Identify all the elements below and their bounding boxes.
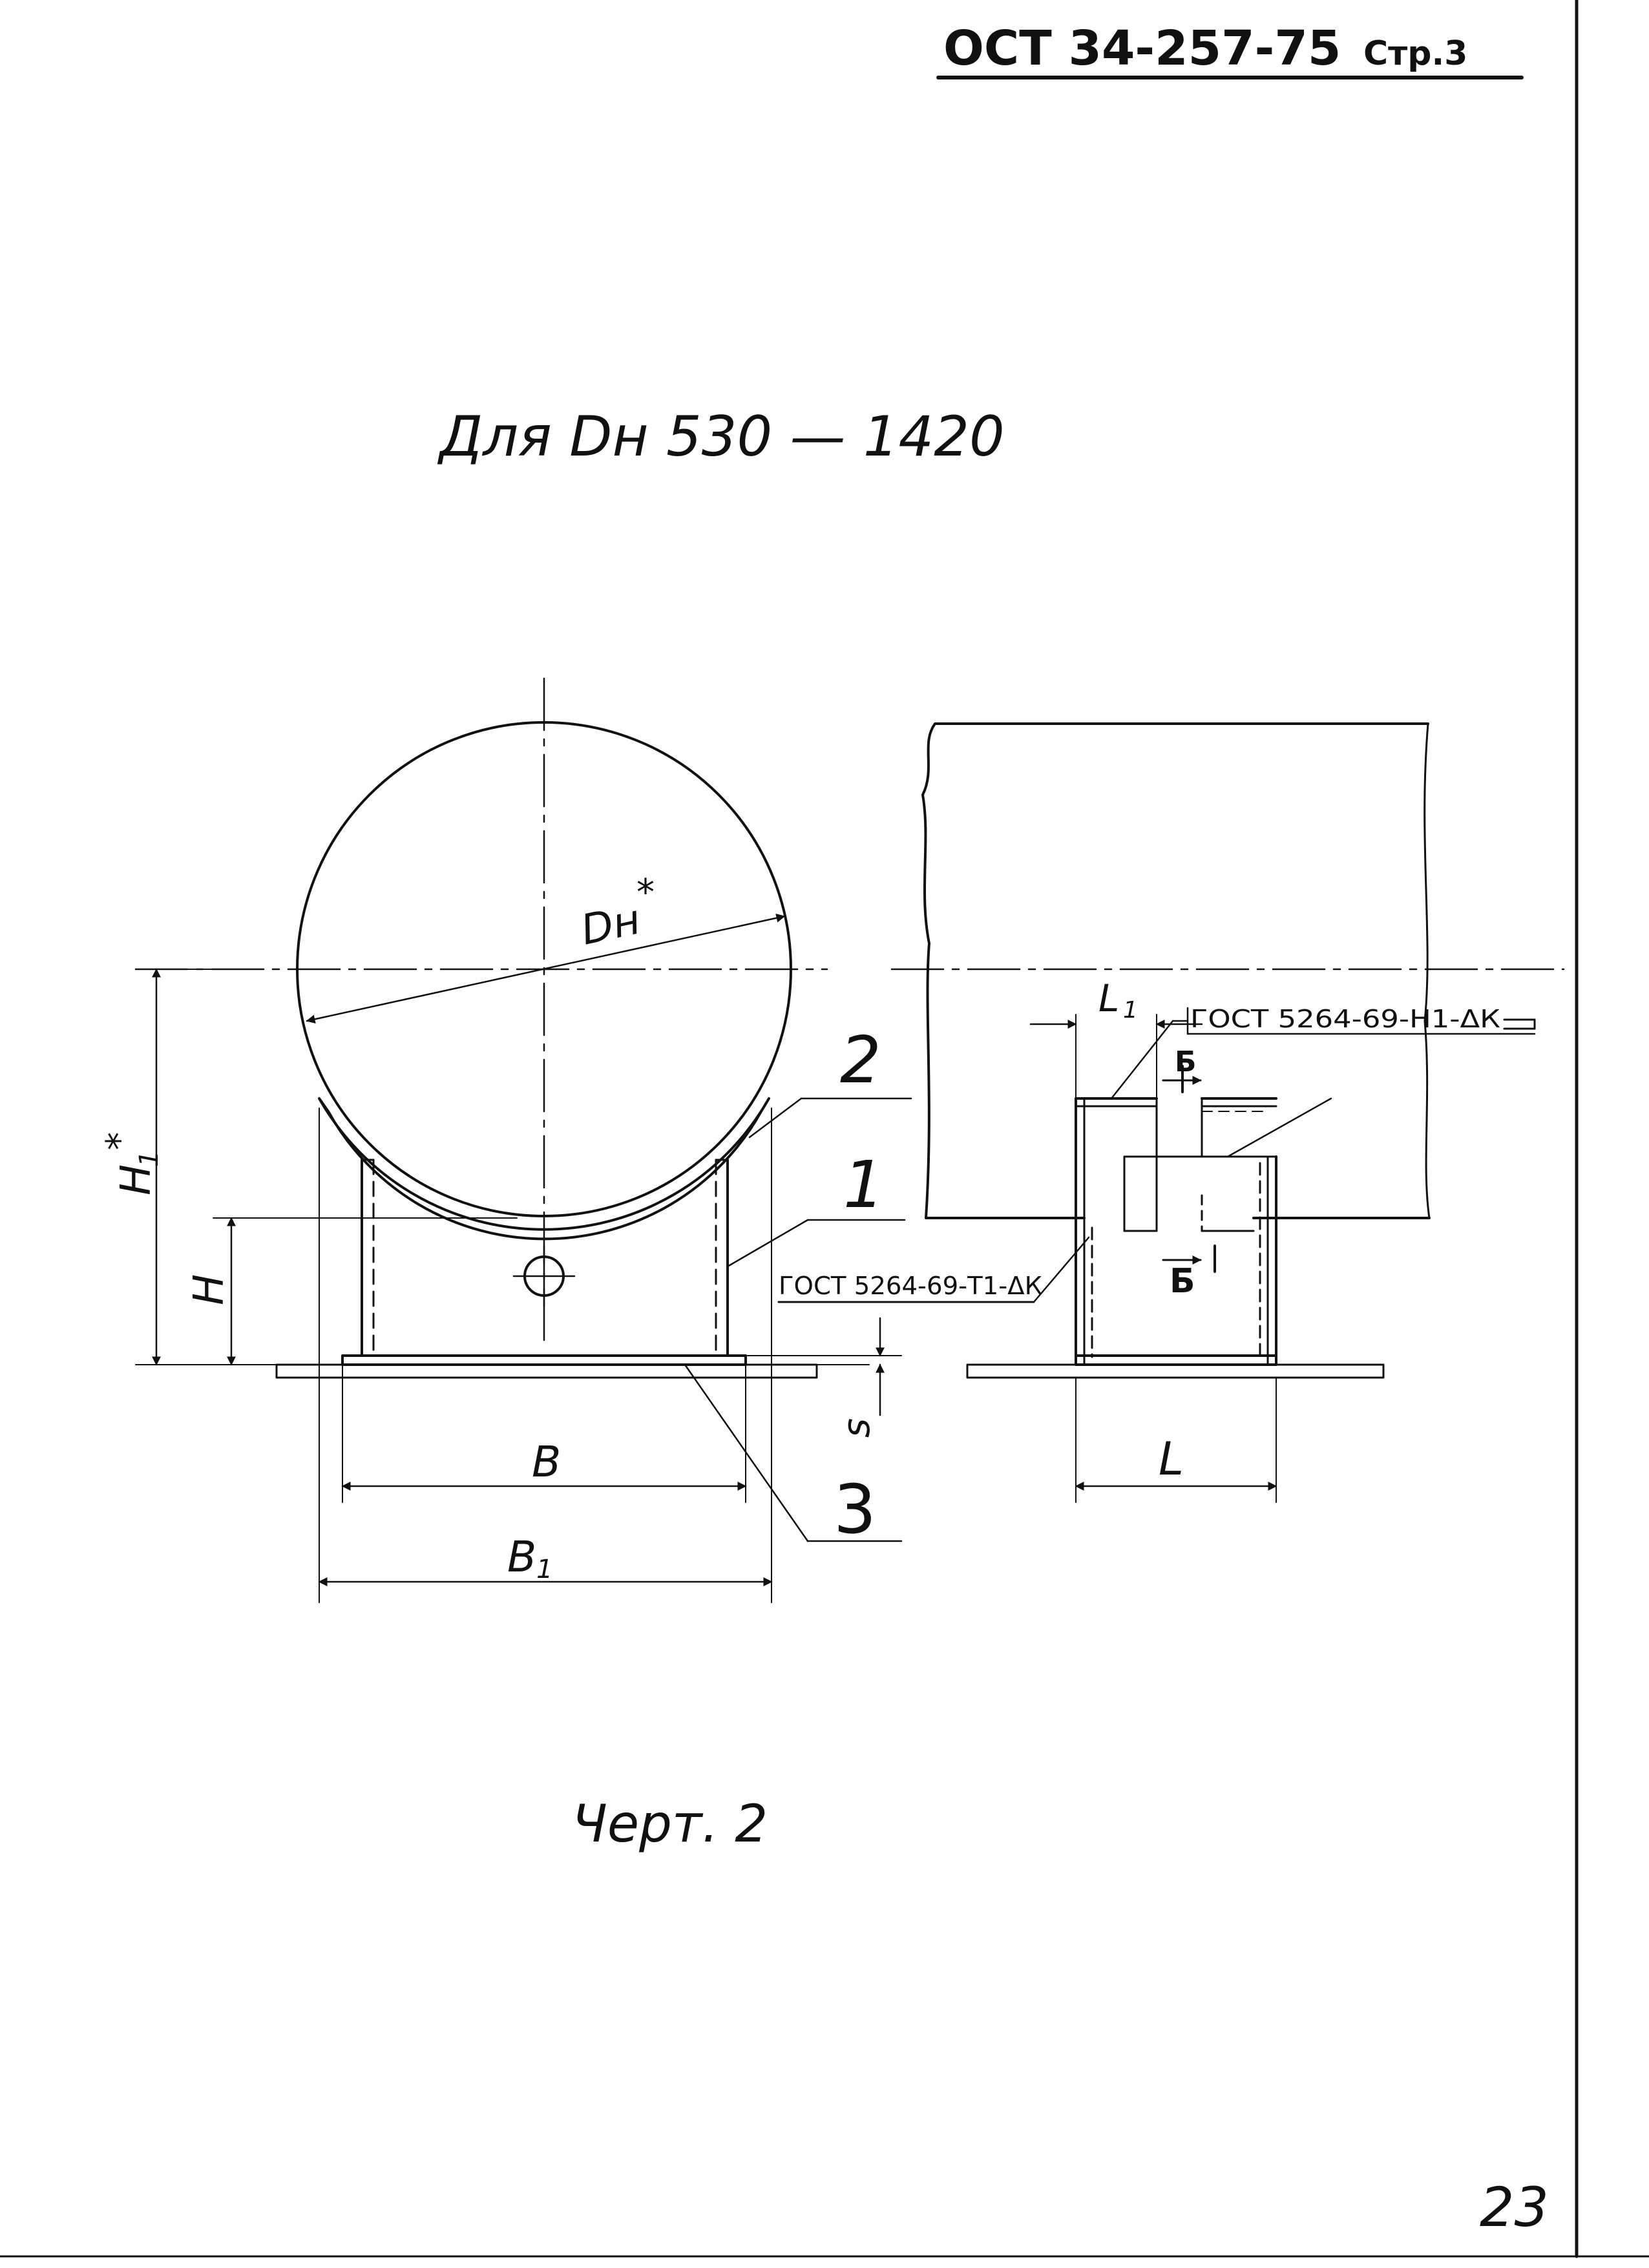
h1-label: H xyxy=(112,1164,160,1195)
h1-subscript: 1 xyxy=(134,1151,164,1167)
pipe-circle xyxy=(296,721,792,1217)
weld-symbol xyxy=(1503,1018,1536,1030)
s-dimension xyxy=(745,1317,902,1416)
bolt-hole xyxy=(512,1244,576,1308)
saddle-cradle xyxy=(318,1097,770,1241)
callout-1 xyxy=(726,1219,906,1268)
callout-2 xyxy=(748,1097,912,1139)
support-side-body xyxy=(1075,1097,1332,1366)
front-view: Dн * H 1 * H B xyxy=(99,677,1042,1603)
page-label: Стр.3 xyxy=(1363,34,1467,73)
b-label: B xyxy=(532,1437,561,1487)
s-label: s xyxy=(834,1418,878,1438)
callout-3-number: 3 xyxy=(834,1470,876,1549)
pipe-side-outline xyxy=(921,722,1429,1219)
callout-2-number: 2 xyxy=(840,1022,881,1098)
l-dimension xyxy=(1075,1377,1277,1503)
diameter-dimension-line xyxy=(306,913,786,1024)
foundation-slab xyxy=(275,1363,818,1379)
support-side-walls xyxy=(361,1159,729,1357)
b-dimension xyxy=(341,1364,747,1503)
l1-label: L xyxy=(1098,976,1119,1020)
header-block: ОСТ 34-257-75 Стр.3 xyxy=(936,21,1524,79)
weld-note-h1-leader xyxy=(1110,1007,1536,1100)
diameter-asterisk: * xyxy=(636,872,655,914)
h1-asterisk: * xyxy=(99,1132,141,1150)
callout-3 xyxy=(684,1363,903,1542)
diameter-range-subtitle: Для Dн 530 — 1420 xyxy=(437,404,1005,469)
pipe-side-right-break xyxy=(1423,722,1431,1219)
diameter-label: Dн xyxy=(577,896,645,954)
h-dimension xyxy=(213,1217,518,1366)
side-foundation-slab xyxy=(966,1363,1385,1379)
figure-caption: Черт. 2 xyxy=(572,1794,768,1854)
l-label: L xyxy=(1159,1433,1184,1486)
standard-number: ОСТ 34-257-75 xyxy=(943,21,1341,76)
side-view: Б Б L L 1 ГОСТ 5264-69-Н1-ΔК xyxy=(890,722,1565,1503)
l1-dimension xyxy=(1029,1014,1203,1099)
callout-1-number: 1 xyxy=(843,1147,885,1223)
page-number: 23 xyxy=(1480,2176,1549,2239)
side-base-plate xyxy=(1075,1354,1277,1366)
section-label-top: Б xyxy=(1175,1045,1197,1078)
base-plate xyxy=(341,1354,747,1366)
b1-subscript: 1 xyxy=(536,1555,552,1584)
l1-subscript: 1 xyxy=(1123,997,1138,1024)
section-label-bottom: Б xyxy=(1170,1262,1195,1301)
section-marks xyxy=(1162,1065,1216,1273)
h-label: H xyxy=(185,1274,233,1305)
weld-note-t1: ГОСТ 5264-69-Т1-ΔК xyxy=(779,1272,1042,1300)
b1-label: B xyxy=(507,1532,536,1582)
weld-note-h1: ГОСТ 5264-69-Н1-ΔК xyxy=(1190,1005,1500,1033)
